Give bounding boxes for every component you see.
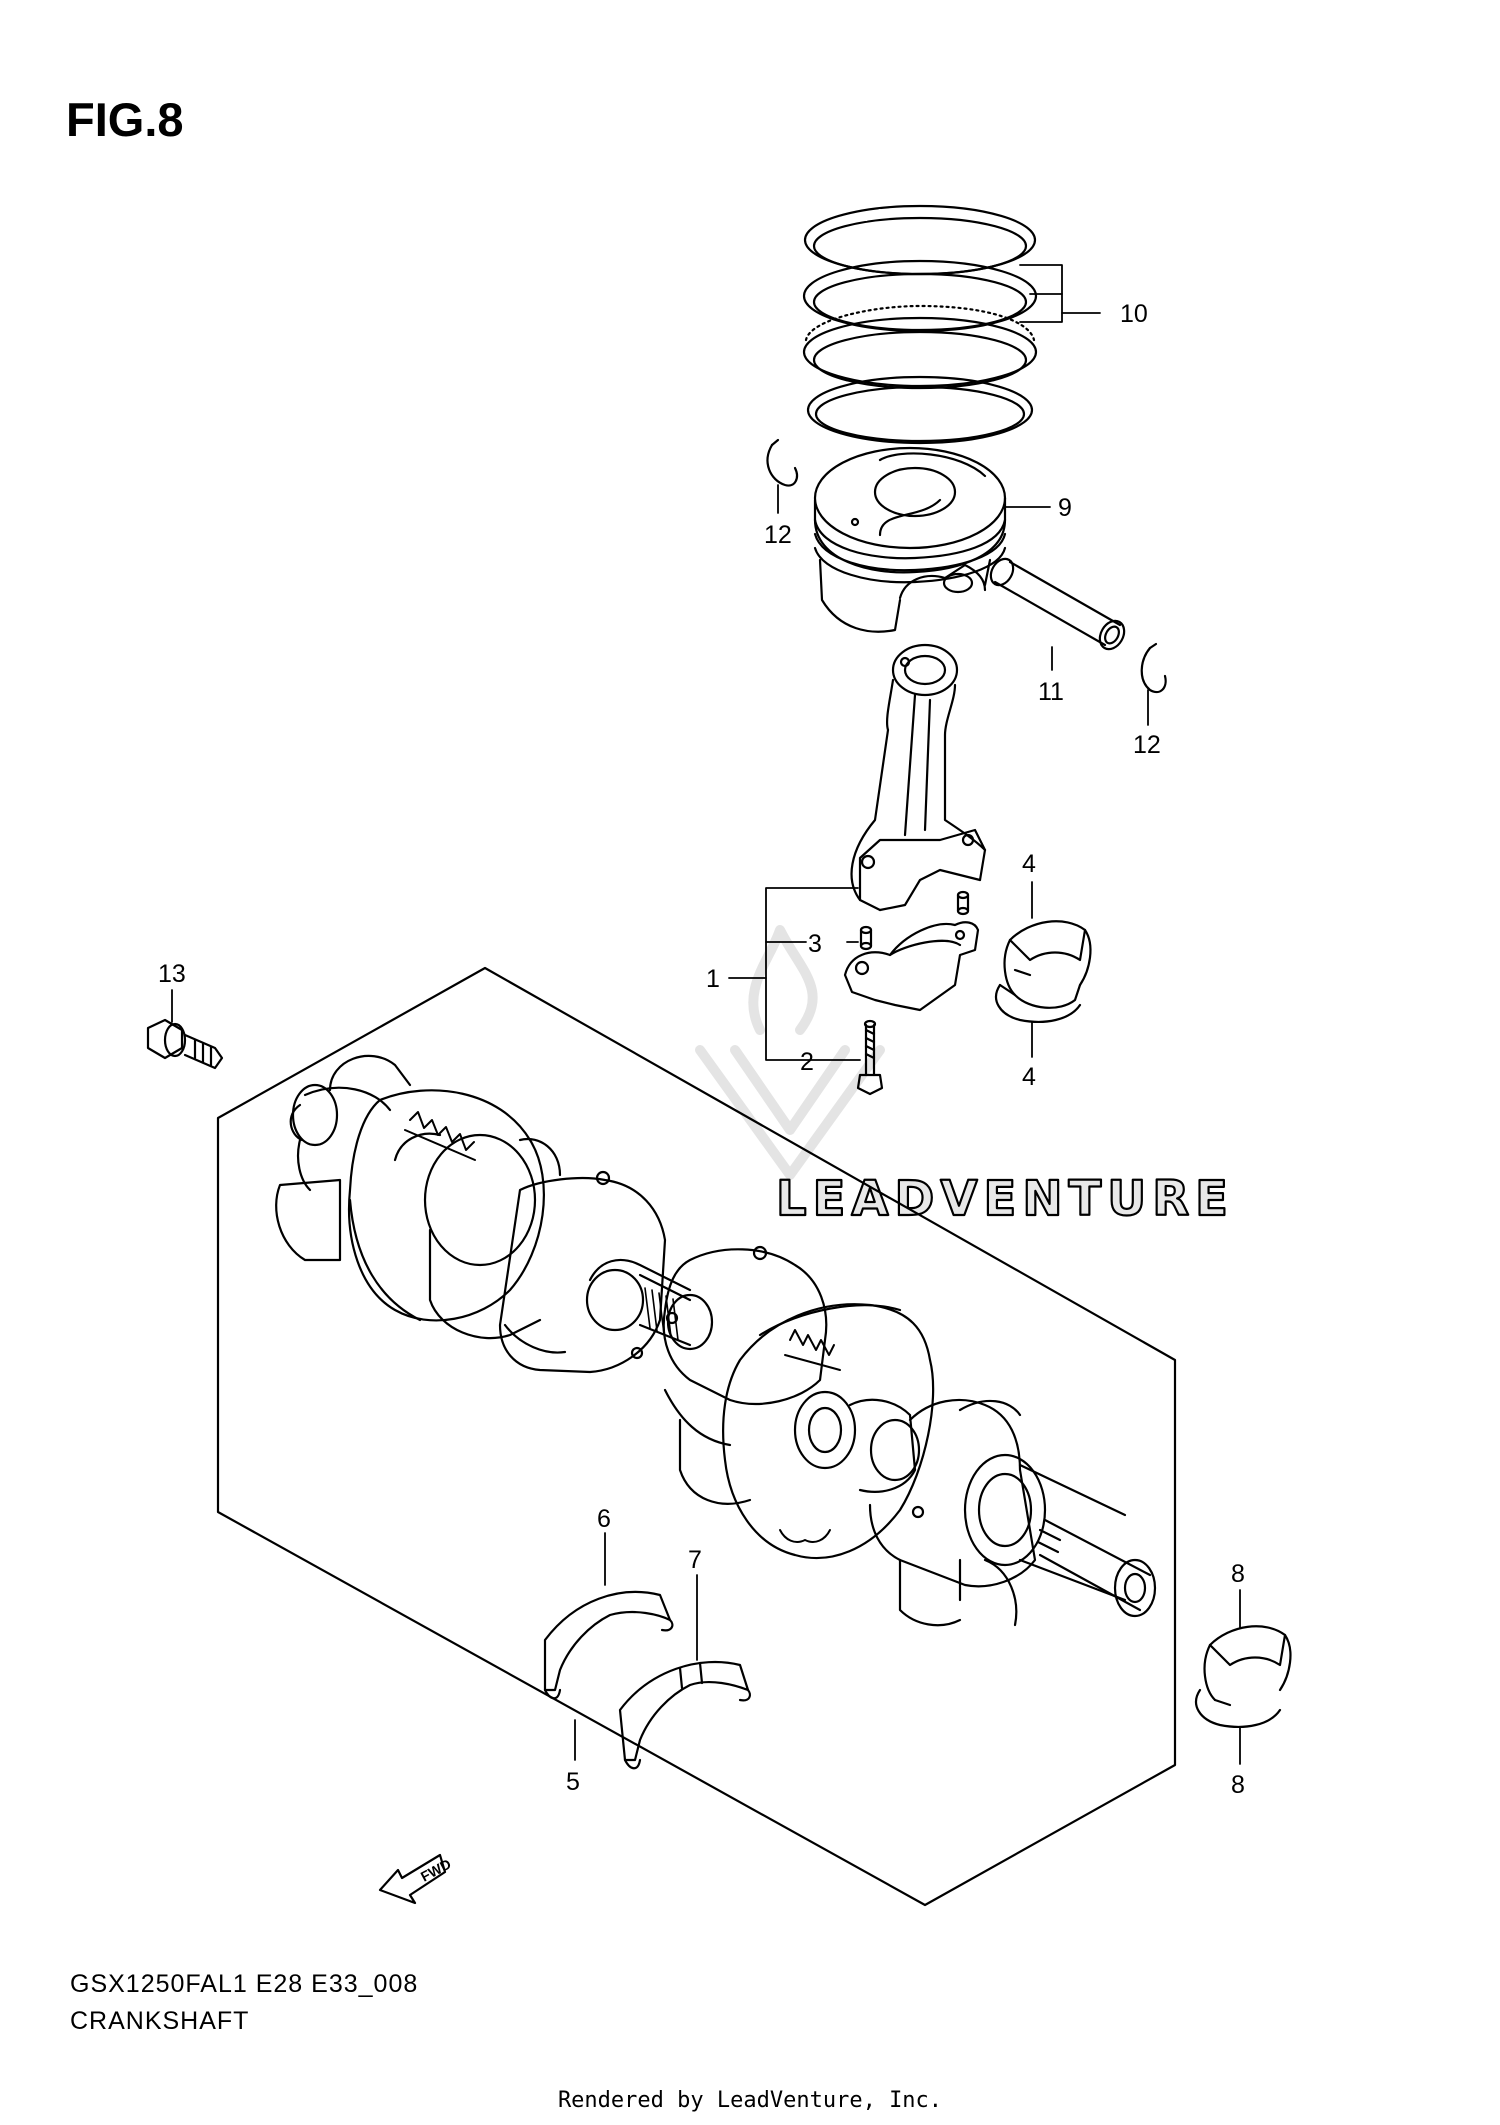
- callout-4a: 4: [1022, 850, 1036, 878]
- callout-9: 9: [1058, 494, 1072, 522]
- piston-pin: [989, 557, 1126, 651]
- callout-6: 6: [597, 1505, 611, 1533]
- callout-13: 13: [158, 960, 186, 988]
- model-code: GSX1250FAL1 E28 E33_008: [70, 1970, 419, 1998]
- callouts: 10 9 11 12 12 4 4 3 1 2 13 6 7 5 8 8: [158, 300, 1245, 1799]
- figure-title: FIG.8: [66, 93, 184, 146]
- bolt: [146, 1018, 224, 1070]
- crankshaft: [275, 1054, 1157, 1627]
- circlip-left: [766, 438, 799, 487]
- leader-lines: [171, 264, 1241, 1765]
- callout-10: 10: [1120, 300, 1148, 328]
- dowel-pin: [859, 890, 970, 951]
- piston-rings: [802, 204, 1038, 445]
- rod-cap: [843, 921, 980, 1012]
- main-bearing: [1195, 1625, 1292, 1728]
- callout-8a: 8: [1231, 1560, 1245, 1588]
- watermark-text: LEADVENTURE: [776, 1171, 1234, 1227]
- callout-7: 7: [688, 1546, 702, 1574]
- callout-12b: 12: [1133, 731, 1161, 759]
- callout-4b: 4: [1022, 1063, 1036, 1091]
- fwd-arrow: FWD: [378, 1853, 454, 1905]
- callout-8b: 8: [1231, 1771, 1245, 1799]
- watermark: LEADVENTURE: [695, 925, 1234, 1228]
- section-name: CRANKSHAFT: [70, 2007, 250, 2035]
- thrust-bearing-7: [618, 1660, 751, 1770]
- callout-11: 11: [1038, 678, 1064, 706]
- thrust-bearing-6: [543, 1590, 674, 1700]
- piston: [813, 446, 1007, 633]
- conrod-bearing: [995, 920, 1092, 1023]
- connecting-rod: [850, 643, 987, 912]
- callout-3: 3: [808, 930, 822, 958]
- rod-bolt: [856, 1019, 884, 1096]
- callout-12a: 12: [764, 521, 792, 549]
- callout-5: 5: [566, 1768, 580, 1796]
- callout-1: 1: [706, 965, 720, 993]
- crankshaft-box: [216, 966, 1177, 1907]
- callout-2: 2: [800, 1048, 814, 1076]
- circlip-right: [1140, 642, 1167, 694]
- rendered-by: Rendered by LeadVenture, Inc.: [557, 2088, 943, 2113]
